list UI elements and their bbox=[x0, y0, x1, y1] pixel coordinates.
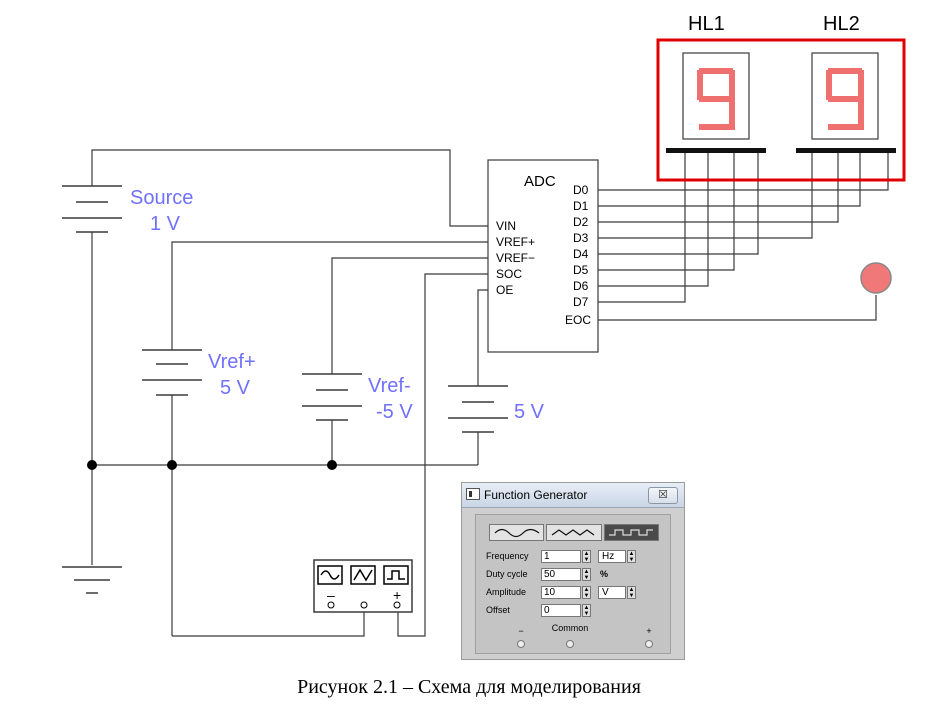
source-name: Source bbox=[130, 187, 193, 209]
duty-cycle-unit: % bbox=[600, 569, 609, 579]
junction-dot bbox=[327, 460, 337, 470]
offset-label: Offset bbox=[486, 605, 510, 615]
duty-cycle-label: Duty cycle bbox=[486, 569, 528, 579]
fg-controls-panel: Frequency 1 ▲▼ Hz ▲▼ Duty cycle 50 ▲▼ % … bbox=[475, 514, 671, 654]
amplitude-label: Amplitude bbox=[486, 587, 527, 597]
amplitude-row: Amplitude 10 ▲▼ V ▲▼ bbox=[486, 586, 666, 600]
terminal-minus-label: − bbox=[518, 626, 524, 636]
vref-minus-value: -5 V bbox=[376, 401, 413, 423]
square-wave-icon bbox=[609, 529, 654, 536]
duty-cycle-input[interactable]: 50 bbox=[541, 568, 581, 581]
duty-cycle-row: Duty cycle 50 ▲▼ % bbox=[486, 568, 666, 582]
fg-titlebar[interactable]: Function Generator ☒ bbox=[462, 483, 684, 508]
sine-wave-button[interactable] bbox=[489, 524, 545, 541]
adc-pin-d3: D3 bbox=[573, 231, 589, 245]
waveform-selector bbox=[489, 524, 659, 541]
adc-pin-d7: D7 bbox=[573, 295, 589, 309]
terminal-plus-label: + bbox=[646, 626, 652, 636]
frequency-label: Frequency bbox=[486, 551, 529, 561]
amplitude-unit-spinner[interactable]: ▲▼ bbox=[627, 586, 636, 599]
display-highlight-box bbox=[656, 38, 906, 182]
triangle-wave-icon bbox=[551, 529, 595, 536]
adc-block[interactable]: ADC VIN VREF+ VREF− SOC OE D0 D1 D2 D3 D… bbox=[487, 159, 599, 353]
square-wave-icon bbox=[383, 565, 409, 585]
display-hl2-label: HL2 bbox=[823, 13, 860, 35]
amplitude-unit-select[interactable]: V bbox=[598, 586, 626, 599]
adc-pin-d0: D0 bbox=[573, 183, 589, 197]
oscilloscope[interactable]: – + bbox=[313, 559, 413, 613]
square-wave-button[interactable] bbox=[603, 524, 659, 541]
triangle-wave-button[interactable] bbox=[546, 524, 602, 541]
frequency-input[interactable]: 1 bbox=[541, 550, 581, 563]
terminal-common[interactable] bbox=[566, 640, 574, 648]
adc-pin-vref-minus: VREF− bbox=[496, 251, 535, 265]
offset-spinner[interactable]: ▲▼ bbox=[582, 604, 591, 617]
osc-terminal-minus bbox=[327, 601, 335, 609]
osc-terminal-plus bbox=[393, 601, 401, 609]
frequency-unit-select[interactable]: Hz bbox=[598, 550, 626, 563]
digit-nine-segments bbox=[826, 68, 864, 130]
wires bbox=[91, 149, 889, 637]
frequency-spinner[interactable]: ▲▼ bbox=[582, 550, 591, 563]
digit-nine-segments bbox=[697, 68, 735, 130]
vref-plus-battery bbox=[142, 349, 202, 396]
junctions bbox=[87, 460, 337, 470]
duty-cycle-spinner[interactable]: ▲▼ bbox=[582, 568, 591, 581]
adc-pin-eoc: EOC bbox=[565, 313, 591, 327]
sine-wave-icon bbox=[317, 565, 343, 585]
display-hl2 bbox=[796, 52, 896, 153]
eoc-indicator-lamp bbox=[860, 262, 892, 294]
offset-input[interactable]: 0 bbox=[541, 604, 581, 617]
supply-battery bbox=[448, 385, 508, 433]
offset-row: Offset 0 ▲▼ bbox=[486, 604, 666, 618]
sine-wave-icon bbox=[494, 528, 540, 538]
terminal-common-label: Common bbox=[551, 623, 589, 633]
amplitude-input[interactable]: 10 bbox=[541, 586, 581, 599]
junction-dot bbox=[87, 460, 97, 470]
adc-title: ADC bbox=[524, 173, 556, 190]
function-generator-window[interactable]: Function Generator ☒ Frequency 1 ▲▼ Hz ▲… bbox=[461, 482, 685, 660]
adc-pin-d1: D1 bbox=[573, 199, 589, 213]
figure-caption: Рисунок 2.1 – Схема для моделирования bbox=[297, 676, 641, 698]
vref-minus-battery bbox=[302, 373, 362, 421]
app-icon bbox=[466, 488, 480, 500]
vref-plus-value: 5 V bbox=[220, 377, 251, 399]
frequency-unit-spinner[interactable]: ▲▼ bbox=[627, 550, 636, 563]
adc-pin-oe: OE bbox=[496, 283, 513, 297]
circuit-schematic: Source 1 V Vref+ 5 V Vref- -5 V 5 V ADC … bbox=[62, 13, 906, 637]
amplitude-spinner[interactable]: ▲▼ bbox=[582, 586, 591, 599]
triangle-wave-icon bbox=[350, 565, 376, 585]
adc-pin-d4: D4 bbox=[573, 247, 589, 261]
display-hl1 bbox=[666, 52, 766, 153]
supply-value: 5 V bbox=[514, 401, 545, 423]
vref-plus-name: Vref+ bbox=[208, 351, 256, 373]
osc-plus-sign: + bbox=[393, 587, 401, 603]
adc-pin-d5: D5 bbox=[573, 263, 589, 277]
vref-minus-name: Vref- bbox=[368, 375, 411, 397]
terminal-minus[interactable] bbox=[517, 640, 525, 648]
display-hl1-label: HL1 bbox=[688, 13, 725, 35]
adc-pin-vref-plus: VREF+ bbox=[496, 235, 535, 249]
terminal-plus[interactable] bbox=[645, 640, 653, 648]
source-battery bbox=[62, 185, 122, 233]
osc-minus-sign: – bbox=[327, 587, 335, 603]
source-value: 1 V bbox=[150, 213, 181, 235]
adc-pin-vin: VIN bbox=[496, 219, 516, 233]
frequency-row: Frequency 1 ▲▼ Hz ▲▼ bbox=[486, 550, 666, 564]
adc-pin-soc: SOC bbox=[496, 267, 522, 281]
adc-pin-d6: D6 bbox=[573, 279, 589, 293]
fg-title: Function Generator bbox=[484, 488, 588, 502]
ground-icon bbox=[62, 566, 122, 594]
close-button[interactable]: ☒ bbox=[648, 487, 678, 504]
osc-terminal-common bbox=[360, 601, 368, 609]
adc-pin-d2: D2 bbox=[573, 215, 589, 229]
junction-dot bbox=[167, 460, 177, 470]
